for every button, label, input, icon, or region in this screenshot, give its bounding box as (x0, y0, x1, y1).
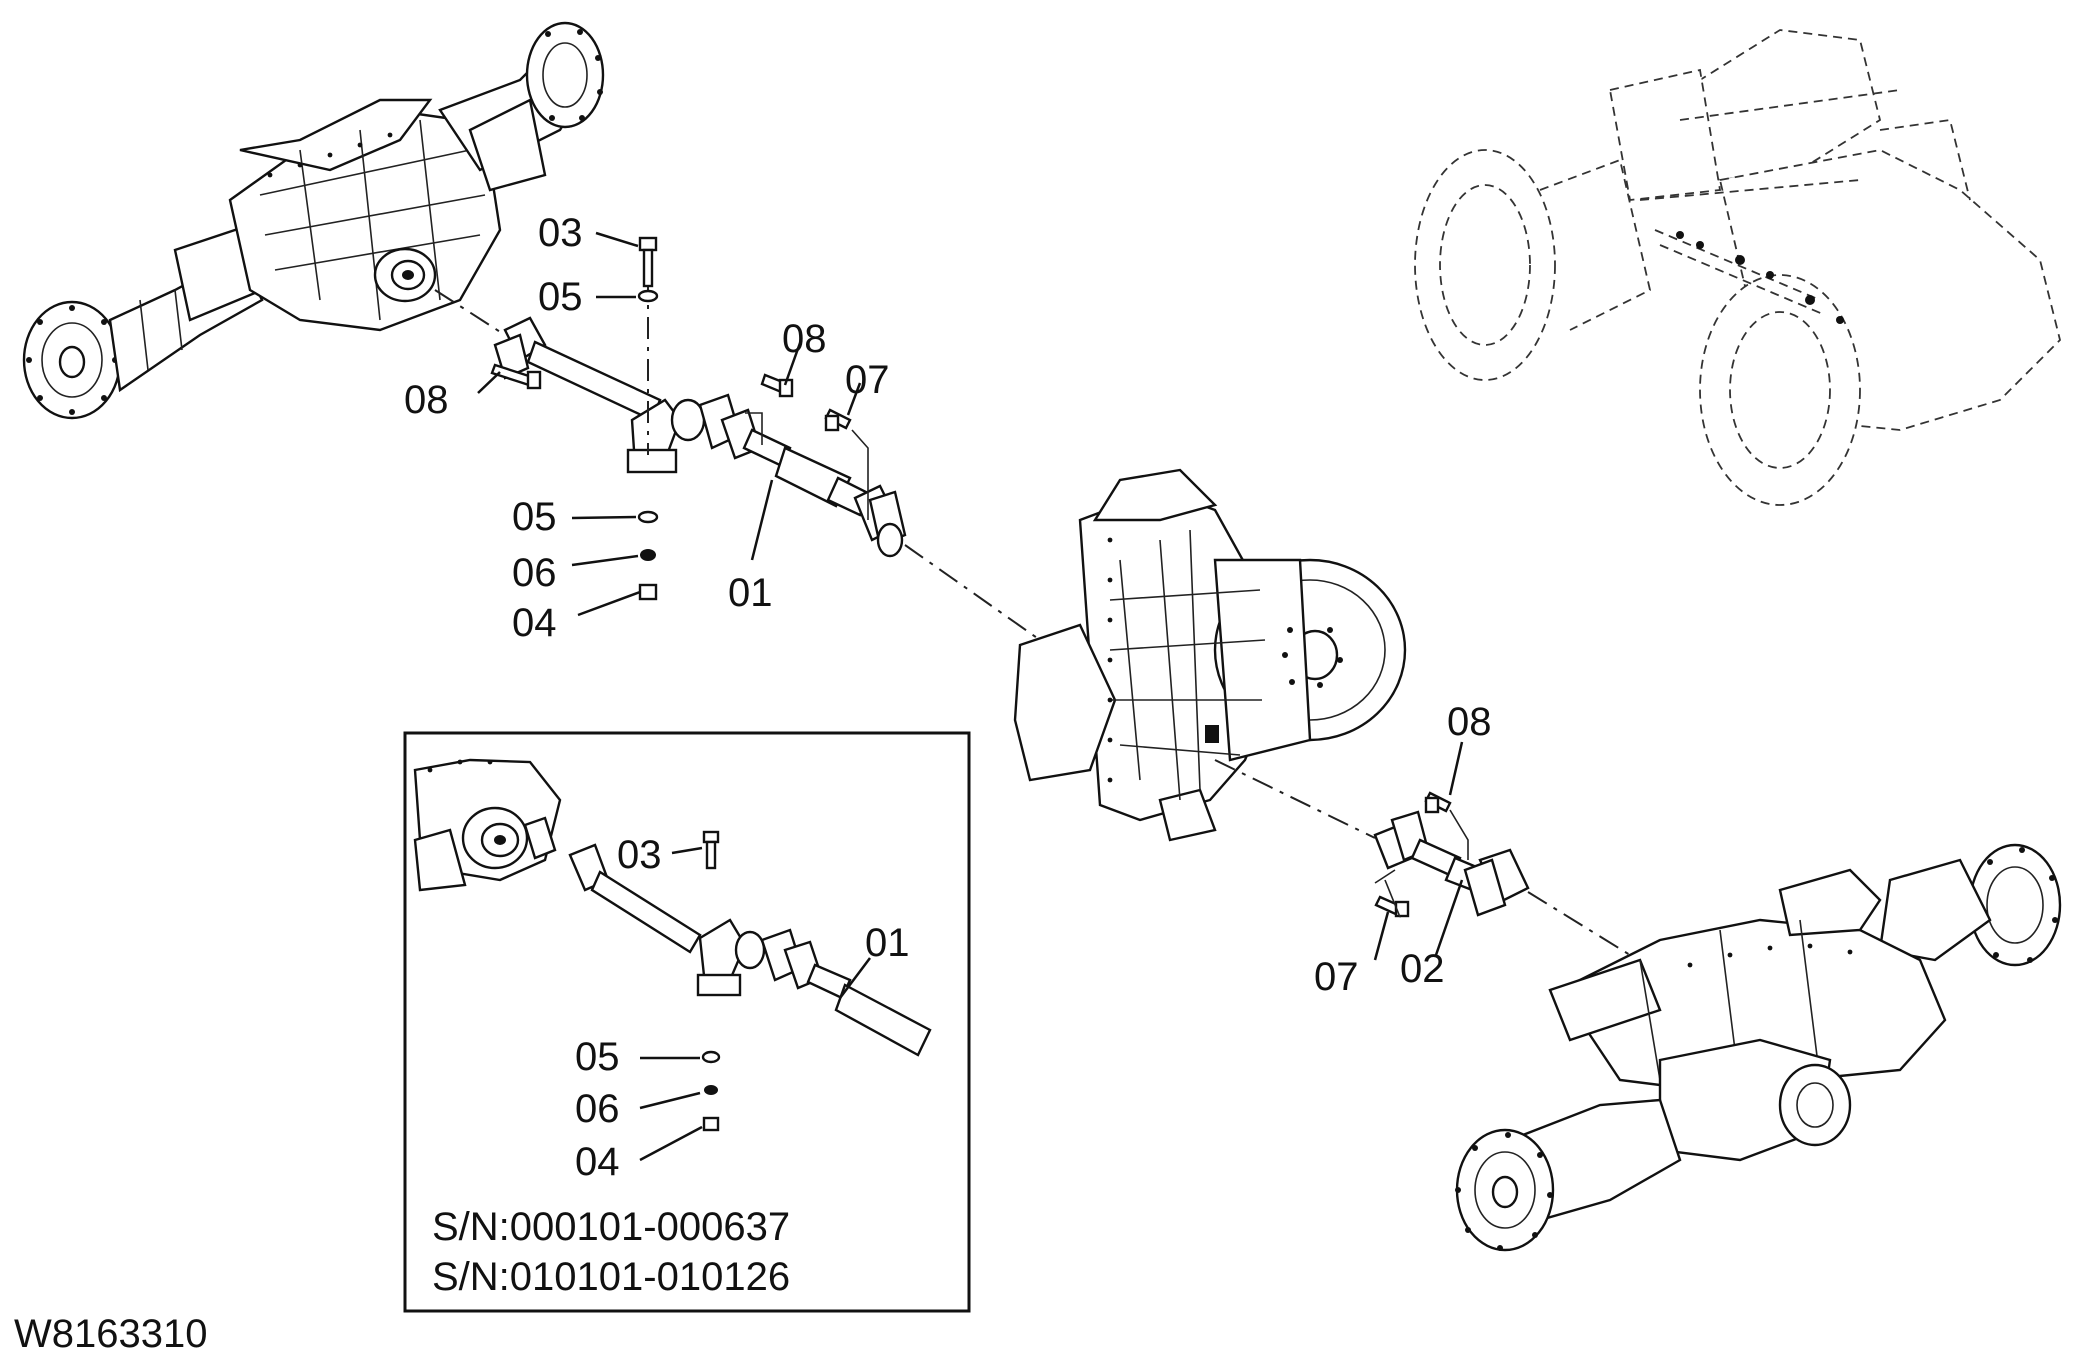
fasteners-main (490, 236, 1452, 918)
front-axle (22, 21, 605, 420)
inset-callout-04-nut: 04 (575, 1140, 620, 1184)
callout-05-washer-low: 05 (512, 495, 557, 539)
callout-08-bolt-left: 08 (404, 378, 449, 422)
transmission (1013, 468, 1407, 842)
callout-04-nut: 04 (512, 601, 557, 645)
inset-callout-01-shaft: 01 (865, 921, 910, 965)
leader-lines-main (477, 231, 1469, 961)
machine-location-view (1414, 29, 2061, 506)
inset-callout-05-washer: 05 (575, 1035, 620, 1079)
callout-labels-main: 03 05 08 07 08 05 06 04 01 08 07 02 (404, 211, 1492, 999)
inset-serial-range-1: S/N:000101-000637 (432, 1205, 790, 1249)
callout-03-bolt: 03 (538, 211, 583, 255)
callout-08-bolt-right: 08 (782, 317, 827, 361)
rear-axle (1455, 843, 2062, 1252)
rear-drive-shaft (1373, 810, 1530, 917)
callout-07-bolt-rear: 07 (1314, 955, 1359, 999)
callout-05-washer-top: 05 (538, 275, 583, 319)
inset-detail: 03 01 05 06 04 S/N:000101-000637 S/N:010… (403, 731, 971, 1313)
callout-07-bolt: 07 (845, 358, 890, 402)
callout-02-rear-shaft: 02 (1400, 947, 1445, 991)
inset-serial-range-2: S/N:010101-010126 (432, 1255, 790, 1299)
inset-callout-03-bolt: 03 (617, 833, 662, 877)
inset-callout-06-lockwasher: 06 (575, 1087, 620, 1131)
callout-01-front-shaft: 01 (728, 571, 773, 615)
front-drive-shaft (493, 316, 907, 558)
callout-08-bolt-rear: 08 (1447, 700, 1492, 744)
callout-06-lockwasher: 06 (512, 551, 557, 595)
drawing-id: W8163310 (14, 1312, 207, 1356)
